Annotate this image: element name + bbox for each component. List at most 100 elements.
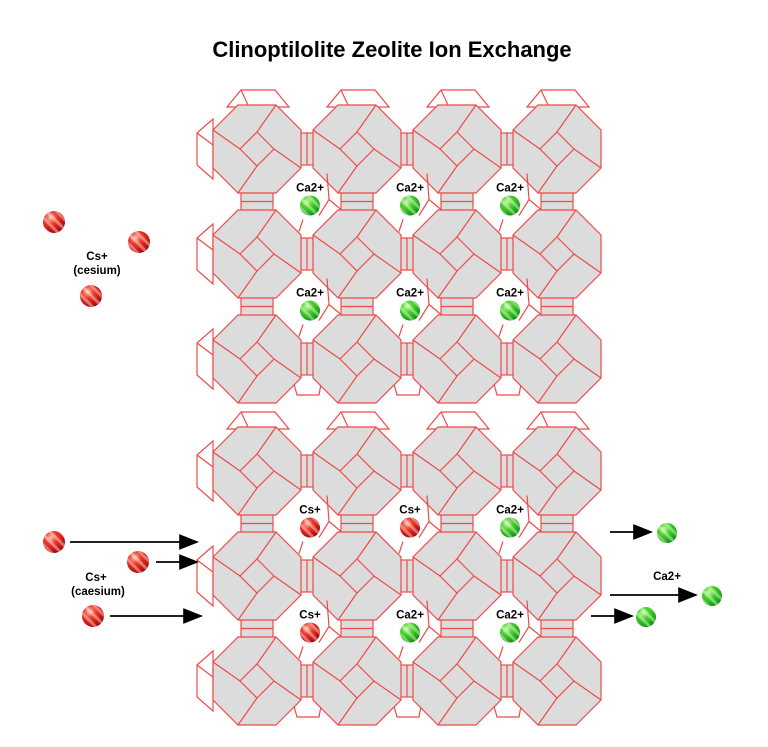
cage-roof-edge xyxy=(540,411,550,430)
cage-inner-edge xyxy=(212,234,241,255)
window-depth-edge xyxy=(298,173,342,232)
cs-label: Cs+ xyxy=(85,572,107,584)
cage-inner-edge xyxy=(256,531,277,560)
cage-inner-edge xyxy=(256,426,277,455)
cage-inner-edge xyxy=(456,426,477,455)
cage-inner-edge xyxy=(273,575,302,596)
cage-roof-edge xyxy=(340,411,350,430)
cage-inner-edge xyxy=(256,314,277,343)
cage-side-edge xyxy=(196,237,214,251)
cs-ion-sphere-stripes xyxy=(80,285,102,307)
diagram-title: Clinoptilolite Zeolite Ion Exchange xyxy=(212,37,571,62)
cage-inner-edge xyxy=(337,165,358,194)
window-depth-edge xyxy=(498,173,542,232)
ca-ion-sphere-stripes xyxy=(300,300,320,321)
window-depth-edge xyxy=(398,495,442,554)
cage-roof-edge xyxy=(340,89,350,108)
cage-inner-edge xyxy=(473,253,502,274)
cs-ion-sphere-stripes xyxy=(300,517,320,538)
cs-ion-sphere-stripes xyxy=(43,211,65,233)
cage-side-edge xyxy=(196,559,214,573)
cage-inner-edge xyxy=(356,426,377,455)
window-depth-edge xyxy=(398,600,442,659)
cage-inner-edge xyxy=(456,209,477,238)
cage-side-face xyxy=(196,327,214,391)
cage-inner-edge xyxy=(473,470,502,491)
cage-inner-edge xyxy=(237,270,258,299)
free-cs-ions-bottom-left: Cs+ (caesium) xyxy=(43,531,203,627)
ion-label: Ca2+ xyxy=(496,183,524,195)
zeolite-framework-after: Cs+Cs+Ca2+Cs+Ca2+Ca2+ xyxy=(196,411,602,726)
cage-inner-edge xyxy=(373,470,402,491)
cage-inner-edge xyxy=(556,209,577,238)
ca-ion-sphere-stripes xyxy=(400,622,420,643)
cage-inner-edge xyxy=(537,697,558,726)
cage-side-face xyxy=(196,439,214,503)
cage-inner-edge xyxy=(456,531,477,560)
cage-inner-edge xyxy=(473,575,502,596)
cage-roof-edge xyxy=(240,411,250,430)
cage-inner-edge xyxy=(556,426,577,455)
cage-inner-edge xyxy=(312,661,341,682)
ion-label: Ca2+ xyxy=(496,610,524,622)
cage-inner-edge xyxy=(556,636,577,665)
cs-ion-sphere-stripes xyxy=(43,531,65,553)
ion-label: Ca2+ xyxy=(296,288,324,300)
cage-side-edge xyxy=(196,132,214,146)
cage-inner-edge xyxy=(512,661,541,682)
window-depth-edge xyxy=(498,495,542,554)
ion-label: Ca2+ xyxy=(396,288,424,300)
cage-inner-edge xyxy=(212,339,241,360)
cage-inner-edge xyxy=(373,253,402,274)
cage-roof-edge xyxy=(240,89,250,108)
cage-inner-edge xyxy=(412,661,441,682)
window-depth-edge xyxy=(498,600,542,659)
cage-inner-edge xyxy=(373,575,402,596)
cage-inner-edge xyxy=(473,148,502,169)
cage-inner-edge xyxy=(212,556,241,577)
cage-side-face xyxy=(196,117,214,181)
cage-inner-edge xyxy=(212,129,241,150)
ca-ion-sphere-stripes xyxy=(636,607,656,627)
free-ca-ions-bottom-right: Ca2+ xyxy=(591,523,722,627)
zeolite-framework-before: Ca2+Ca2+Ca2+Ca2+Ca2+Ca2+ xyxy=(196,89,602,404)
cage-inner-edge xyxy=(273,470,302,491)
ion-label: Cs+ xyxy=(399,505,421,517)
cage-inner-edge xyxy=(312,451,341,472)
cage-inner-edge xyxy=(512,556,541,577)
cage-inner-edge xyxy=(273,253,302,274)
cage-inner-edge xyxy=(273,148,302,169)
ca-ion-sphere-stripes xyxy=(702,586,722,606)
cage-inner-edge xyxy=(437,697,458,726)
ca-ion-sphere-stripes xyxy=(300,195,320,216)
cage-inner-edge xyxy=(312,234,341,255)
cage-inner-edge xyxy=(312,339,341,360)
cage-roof-edge xyxy=(440,89,450,108)
ion-label: Cs+ xyxy=(299,610,321,622)
cage-roof-edge xyxy=(540,89,550,108)
ca-ion-sphere-stripes xyxy=(657,523,677,543)
cage-inner-edge xyxy=(512,234,541,255)
cage-inner-edge xyxy=(356,104,377,133)
cage-inner-edge xyxy=(212,451,241,472)
ca-ion-sphere-stripes xyxy=(500,300,520,321)
cs-ion-sphere-stripes xyxy=(400,517,420,538)
free-cs-ions-top-left: Cs+ (cesium) xyxy=(43,211,150,307)
window-depth-edge xyxy=(298,278,342,337)
cage-inner-edge xyxy=(412,451,441,472)
cage-inner-edge xyxy=(437,375,458,404)
cage-inner-edge xyxy=(537,270,558,299)
cage-inner-edge xyxy=(437,487,458,516)
ca-ion-sphere-stripes xyxy=(400,300,420,321)
cage-inner-edge xyxy=(512,339,541,360)
cs-ion-sphere-stripes xyxy=(300,622,320,643)
cage-inner-edge xyxy=(537,487,558,516)
caesium-sublabel: (caesium) xyxy=(71,586,125,598)
cage-inner-edge xyxy=(373,358,402,379)
cage-inner-edge xyxy=(473,358,502,379)
cage-inner-edge xyxy=(356,531,377,560)
cage-side-face xyxy=(196,222,214,286)
cage-inner-edge xyxy=(237,697,258,726)
